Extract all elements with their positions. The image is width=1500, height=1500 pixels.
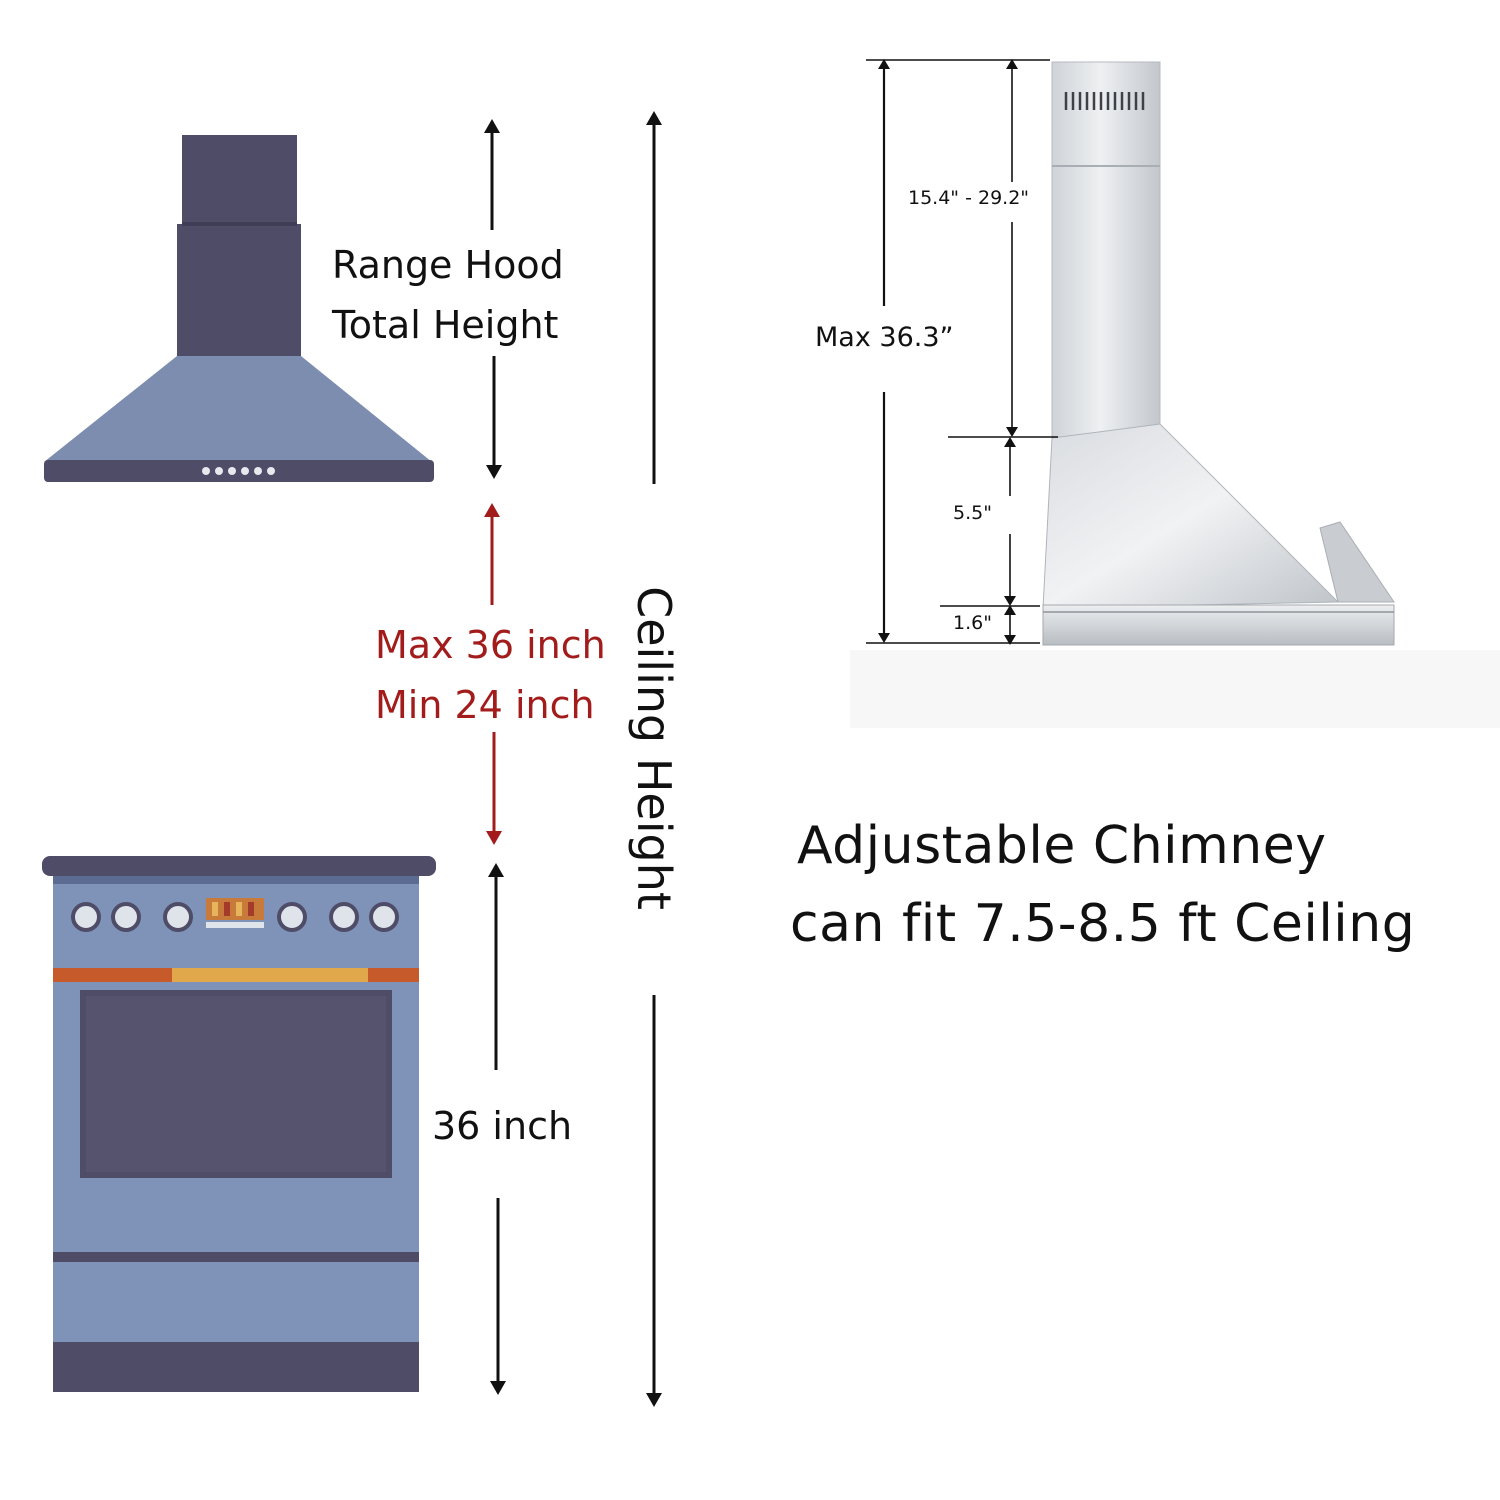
stove-display bbox=[206, 898, 264, 928]
clearance-min-label: Min 24 inch bbox=[375, 683, 595, 727]
clearance-max-label: Max 36 inch bbox=[375, 623, 606, 667]
stainless-range-hood-icon bbox=[850, 61, 1500, 728]
hood-total-height-arrow bbox=[484, 119, 502, 479]
stove-height-arrow bbox=[488, 863, 506, 1395]
canopy-height-label: 5.5" bbox=[953, 502, 992, 524]
vent-slots-icon bbox=[1064, 92, 1145, 110]
stove-oven-icon bbox=[42, 856, 436, 1392]
stove-height-label: 36 inch bbox=[432, 1104, 573, 1148]
headline-line2: can fit 7.5-8.5 ft Ceiling bbox=[790, 894, 1416, 954]
range-hood-icon bbox=[44, 135, 434, 482]
ceiling-height-label: Ceiling Height bbox=[627, 586, 681, 910]
headline-line1: Adjustable Chimney bbox=[797, 816, 1327, 876]
hood-control-buttons bbox=[202, 467, 275, 475]
hood-clearance-arrow bbox=[484, 503, 502, 845]
chimney-range-label: 15.4" - 29.2" bbox=[908, 187, 1030, 209]
stove-knobs bbox=[71, 902, 399, 932]
base-height-label: 1.6" bbox=[953, 612, 992, 634]
hood-total-height-label-line1: Range Hood bbox=[332, 243, 564, 287]
max-total-height-label: Max 36.3” bbox=[815, 322, 954, 353]
hood-total-height-label-line2: Total Height bbox=[332, 303, 559, 347]
